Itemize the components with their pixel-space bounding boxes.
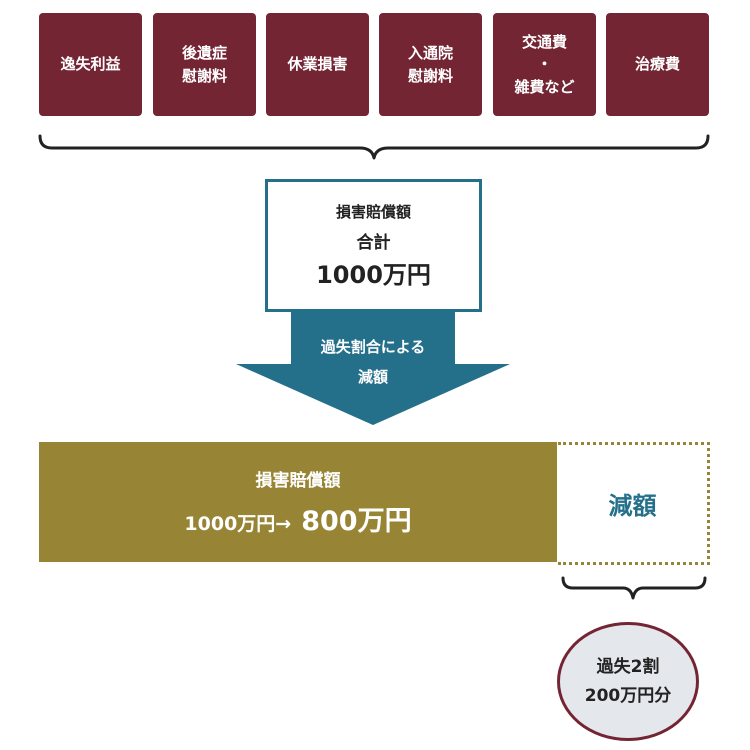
item-label: 治療費: [634, 55, 680, 74]
item-box-transport-misc: 交通費 ・ 雑費など: [493, 13, 596, 116]
down-arrow: [236, 309, 510, 425]
down-arrow-shape: [236, 309, 510, 425]
reduction-box: 減額: [558, 442, 710, 565]
arrow-caption-line1: 過失割合による: [320, 338, 426, 356]
item-label: 逸失利益: [60, 55, 121, 74]
bottom-brace: [561, 576, 707, 600]
item-label: 雑費など: [514, 77, 575, 96]
circle-line1: 過失2割: [596, 656, 660, 677]
item-label: 慰謝料: [181, 66, 227, 85]
right-arrow-icon: →: [275, 513, 292, 535]
result-bar: 損害賠償額 1000万円 → 800万円: [39, 442, 557, 562]
item-label: 慰謝料: [407, 66, 453, 85]
bottom-brace-path: [561, 576, 707, 600]
top-brace: [38, 134, 710, 160]
item-label: 後遺症: [181, 44, 227, 62]
item-box-lost-wages: 休業損害: [266, 13, 369, 116]
item-box-aftereffect-consolation: 後遺症 慰謝料: [153, 13, 256, 116]
total-damage-box: 損害賠償額 合計 1000万円: [265, 179, 482, 312]
item-box-hospital-consolation: 入通院 慰謝料: [379, 13, 482, 116]
total-label: 損害賠償額: [335, 203, 411, 221]
total-sublabel: 合計: [356, 233, 391, 253]
arrow-caption-line2: 減額: [357, 368, 388, 386]
total-amount: 1000万円: [316, 261, 431, 289]
item-label: 交通費: [521, 32, 567, 51]
item-label: 休業損害: [287, 55, 348, 74]
circle-line2: 200万円分: [584, 685, 672, 706]
reduction-label: 減額: [608, 492, 657, 520]
item-label: ・: [536, 55, 552, 74]
top-brace-path: [38, 134, 710, 160]
item-box-lost-profits: 逸失利益: [39, 13, 142, 116]
result-label: 損害賠償額: [255, 471, 341, 491]
item-box-medical-costs: 治療費: [606, 13, 709, 116]
item-label: 入通院: [407, 44, 453, 62]
fault-ratio-circle: 過失2割 200万円分: [557, 622, 699, 741]
result-amounts: 1000万円 → 800万円: [184, 499, 411, 538]
arrow-caption: 過失割合による 減額: [291, 332, 455, 392]
result-to-amount: 800万円: [301, 506, 412, 537]
result-from-amount: 1000万円: [184, 513, 276, 535]
